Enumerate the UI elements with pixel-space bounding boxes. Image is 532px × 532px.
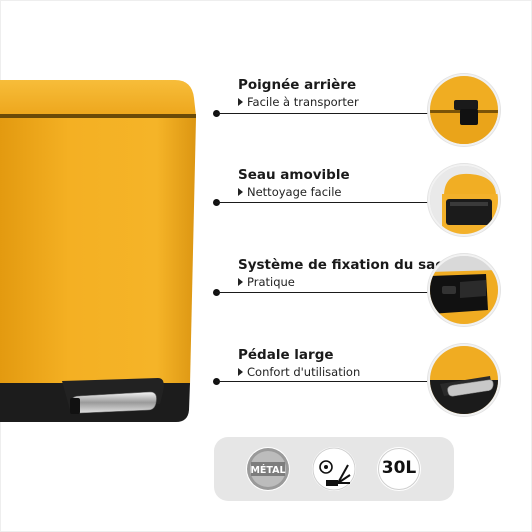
pointer-line [216,113,430,114]
caret-right-icon [238,188,243,196]
feature-subtitle: Facile à transporter [238,94,438,110]
feature-title: Poignée arrière [238,77,357,93]
feature-subtitle-text: Pratique [247,275,295,289]
handle-detail-icon [428,74,500,146]
feature-bucket: Seau amovible Nettoyage facile [238,166,438,200]
feature-bag-system: Système de fixation du sac Pratique [238,256,444,290]
feature-subtitle-text: Confort d'utilisation [247,365,361,379]
pointer-line [216,202,430,203]
feature-subtitle-text: Facile à transporter [247,95,359,109]
feature-title: Pédale large [238,347,334,363]
removable-bucket-icon [428,164,500,236]
feature-handle: Poignée arrière Facile à transporter [238,76,438,110]
features-badge-bar: MÉTAL 30L [214,437,454,501]
pedal-detail-icon [428,344,500,416]
caret-right-icon [238,368,243,376]
feature-title: Seau amovible [238,167,350,183]
pointer-line [216,292,430,293]
metal-label: MÉTAL [250,464,285,476]
pointer-line [216,381,430,382]
bag-fixing-icon [428,254,500,326]
feature-subtitle: Confort d'utilisation [238,364,438,380]
feature-title: Système de fixation du sac [238,257,444,273]
trash-bin-image [0,80,196,422]
volume-badge: 30L [377,447,421,491]
feature-subtitle-text: Nettoyage facile [247,185,342,199]
volume-label: 30L [381,458,417,478]
feature-subtitle: Nettoyage facile [238,184,438,200]
metal-badge: MÉTAL [246,447,290,491]
feature-pedal: Pédale large Confort d'utilisation [238,346,438,380]
soft-close-icon [312,447,356,491]
feature-subtitle: Pratique [238,274,438,290]
caret-right-icon [238,278,243,286]
caret-right-icon [238,98,243,106]
